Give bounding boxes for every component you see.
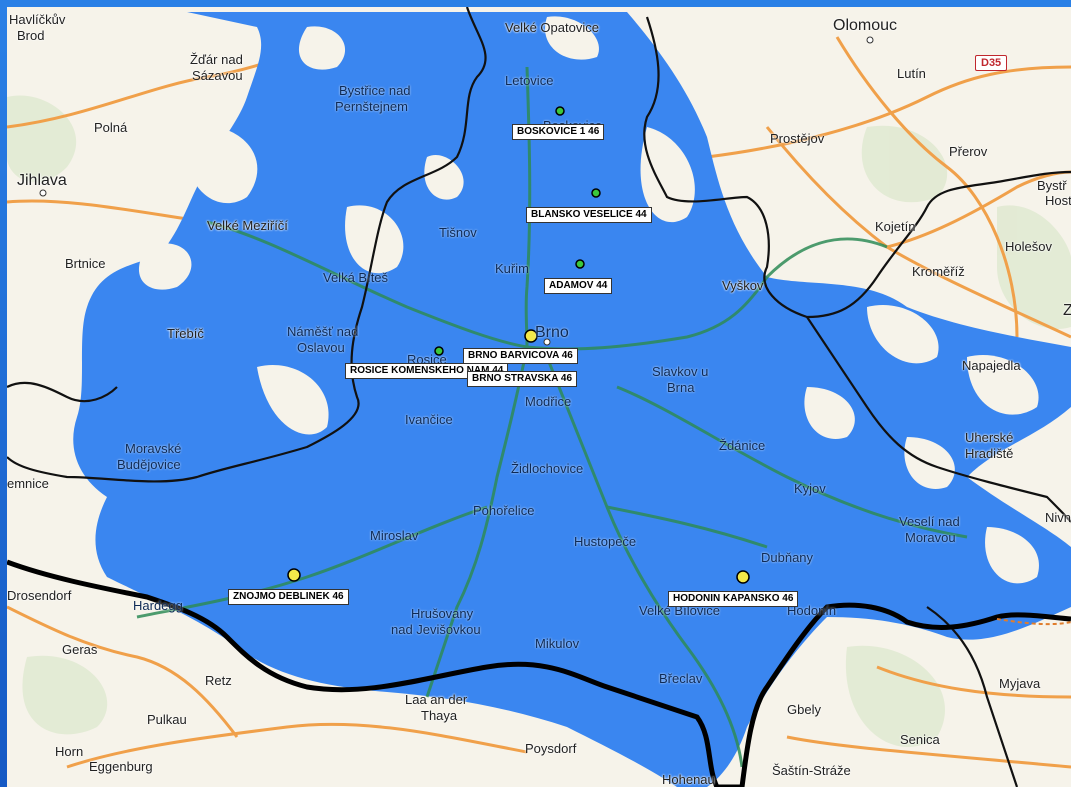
- place-label: Dubňany: [761, 550, 814, 565]
- place-label: Z: [1063, 302, 1071, 319]
- place-label: Hustopeče: [574, 534, 637, 549]
- place-label: Jihlava: [17, 172, 67, 189]
- place-label: Prostějov: [770, 131, 825, 146]
- place-label: Velké Opatovice: [505, 20, 599, 35]
- place-label: Brtnice: [65, 256, 106, 271]
- station-marker[interactable]: [287, 568, 301, 582]
- station-marker[interactable]: [736, 570, 750, 584]
- place-label: Mikulov: [535, 636, 580, 651]
- station-marker[interactable]: [524, 329, 538, 343]
- place-label: Kyjov: [794, 481, 826, 496]
- place-label: Žďár nad: [190, 52, 243, 67]
- place-label: Brna: [667, 380, 695, 395]
- main-roads: [136, 66, 968, 768]
- station-label[interactable]: ADAMOV 44: [544, 278, 613, 294]
- place-label: Drosendorf: [7, 588, 72, 603]
- place-label: Pernštejnem: [335, 99, 408, 114]
- region-borders: [7, 7, 1071, 787]
- place-label: Hodonín: [787, 603, 837, 618]
- place-label: Horn: [55, 744, 84, 759]
- station-marker[interactable]: [575, 259, 585, 269]
- station-marker[interactable]: [434, 346, 444, 356]
- place-label: Thaya: [421, 708, 458, 723]
- orange-border-dash: [996, 618, 1071, 626]
- place-label: Moravou: [905, 530, 956, 545]
- place-label: Bystř: [1037, 178, 1067, 193]
- place-label: Židlochovice: [511, 461, 584, 476]
- place-label: Hardegg: [133, 598, 183, 613]
- place-label: Ivančice: [405, 412, 453, 427]
- place-label: Miroslav: [370, 528, 419, 543]
- place-label: Pulkau: [147, 712, 187, 727]
- place-label: Velké Bílovice: [639, 603, 720, 618]
- place-label: Hohenau: [662, 772, 715, 787]
- place-label: Velké Meziříčí: [207, 218, 288, 233]
- place-label: Gbely: [787, 702, 821, 717]
- place-label: Hradiště: [965, 446, 1014, 461]
- place-label: Rosice: [407, 352, 447, 367]
- place-label: Kroměříž: [912, 264, 965, 279]
- place-label: Napajedla: [962, 358, 1021, 373]
- place-label: Holešov: [1005, 239, 1052, 254]
- place-label: Přerov: [949, 144, 988, 159]
- place-label: Geras: [62, 642, 98, 657]
- place-label: Břeclav: [659, 671, 703, 686]
- place-label: Moravské: [125, 441, 182, 456]
- place-label: Veselí nad: [899, 514, 960, 529]
- place-label: Náměšť nad: [287, 324, 359, 339]
- major-roads: [7, 25, 1071, 769]
- place-label: Havlíčkův: [9, 12, 66, 27]
- place-label: Uherské: [965, 430, 1014, 445]
- station-label[interactable]: BRNO BARVICOVA 46: [463, 348, 578, 364]
- place-label: Brod: [17, 28, 45, 43]
- place-label: Polná: [94, 120, 128, 135]
- place-label: Retz: [205, 673, 232, 688]
- place-label: Ždánice: [719, 438, 766, 453]
- country-border: [7, 559, 1071, 787]
- place-label: Lutín: [897, 66, 926, 81]
- coverage-gaps: [138, 16, 1039, 584]
- station-label[interactable]: HODONIN KAPANSKO 46: [668, 591, 799, 607]
- place-label: Laa an der: [405, 692, 468, 707]
- place-label: Senica: [900, 732, 940, 747]
- place-label: Šaštín-Stráže: [772, 763, 851, 778]
- station-marker[interactable]: [555, 106, 565, 116]
- place-label: Slavkov u: [652, 364, 709, 379]
- place-label: Budějovice: [117, 457, 181, 472]
- place-label: Tišnov: [439, 225, 477, 240]
- place-label: Modřice: [525, 394, 572, 409]
- city-markers: [39, 36, 874, 346]
- station-marker[interactable]: [591, 188, 601, 198]
- place-label: Nivn: [1045, 510, 1071, 525]
- station-label[interactable]: BOSKOVICE 1 46: [512, 124, 605, 140]
- place-label: Vyškov: [722, 278, 764, 293]
- place-label: Brno: [535, 324, 569, 341]
- place-label: Oslavou: [297, 340, 345, 355]
- station-label[interactable]: BLANSKO VESELICE 44: [526, 207, 652, 223]
- place-label: emnice: [7, 476, 49, 491]
- place-label: Pohořelice: [473, 503, 535, 518]
- place-label: nad Jevišovkou: [391, 622, 481, 637]
- place-label: Poysdorf: [525, 741, 577, 756]
- place-label: Bystřice nad: [339, 83, 411, 98]
- highway-shield-d35: D35: [975, 55, 1008, 71]
- place-label: Myjava: [999, 676, 1041, 691]
- place-label: Host: [1045, 193, 1071, 208]
- station-label[interactable]: ZNOJMO DEBLINEK 46: [228, 589, 349, 605]
- place-label: Velká Bíteš: [323, 270, 389, 285]
- place-label: Kojetín: [875, 219, 916, 234]
- place-label: Sázavou: [192, 68, 243, 83]
- place-label: Letovice: [505, 73, 554, 88]
- place-label: Třebíč: [167, 326, 204, 341]
- place-label: Hrušovany: [411, 606, 474, 621]
- place-label: Kuřim: [495, 261, 529, 276]
- station-label[interactable]: BRNO STRAVSKA 46: [467, 371, 578, 387]
- place-label: Eggenburg: [89, 759, 153, 774]
- place-label: Olomouc: [833, 17, 898, 34]
